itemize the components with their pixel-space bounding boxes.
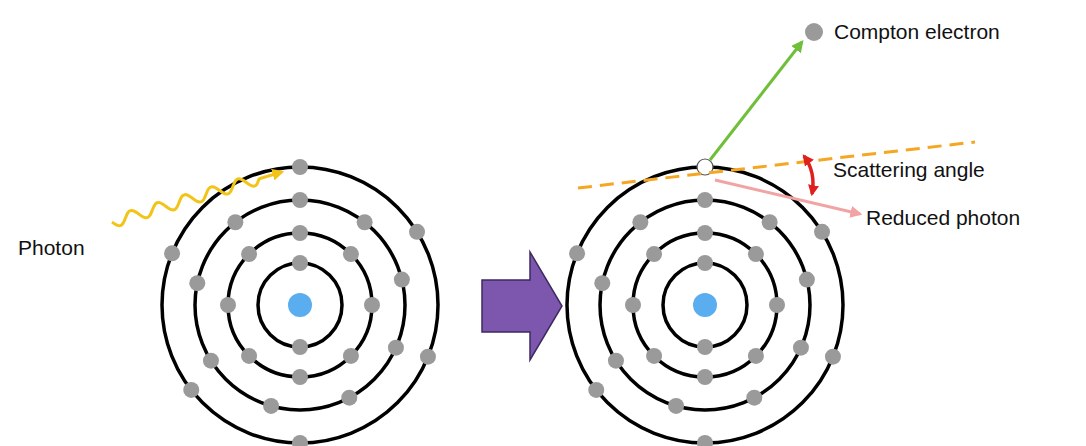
electron <box>183 382 199 398</box>
electron <box>697 225 713 241</box>
electron-shell <box>258 263 342 347</box>
electron-shell <box>600 200 810 410</box>
electron <box>292 255 308 271</box>
photon-label: Photon <box>18 236 85 260</box>
electron <box>793 340 809 356</box>
electron-path <box>710 42 802 160</box>
electron <box>292 225 308 241</box>
incoming-photon <box>112 172 282 226</box>
electron <box>697 255 713 271</box>
electron <box>608 353 624 369</box>
electron <box>263 398 279 414</box>
electron <box>189 275 205 291</box>
compton-electron <box>805 23 823 41</box>
angle-label: Scattering angle <box>833 158 985 182</box>
electron <box>746 390 762 406</box>
electron <box>357 214 373 230</box>
electron-shell <box>228 233 372 377</box>
electron <box>825 349 841 365</box>
electron <box>341 390 357 406</box>
electron-shell <box>633 233 777 377</box>
electron-shell <box>567 167 843 443</box>
electron <box>814 224 830 240</box>
electron <box>388 340 404 356</box>
angle-arrow <box>804 156 813 194</box>
electron <box>164 245 180 261</box>
electron <box>769 297 785 313</box>
electron-label: Compton electron <box>834 20 1000 44</box>
transition-arrow <box>482 252 562 360</box>
electron <box>292 369 308 385</box>
electron <box>241 246 257 262</box>
electron <box>762 214 778 230</box>
electron <box>697 192 713 208</box>
electron <box>203 353 219 369</box>
atom-after <box>567 159 843 446</box>
electron <box>646 348 662 364</box>
electron <box>343 348 359 364</box>
electron <box>697 339 713 355</box>
nucleus <box>693 293 717 317</box>
scattered-photon <box>715 180 860 214</box>
electron <box>409 224 425 240</box>
nucleus <box>288 293 312 317</box>
electron <box>343 246 359 262</box>
electron <box>292 192 308 208</box>
electron <box>569 245 585 261</box>
electron <box>241 348 257 364</box>
electron <box>588 382 604 398</box>
electron <box>668 398 684 414</box>
electron-shell <box>162 167 438 443</box>
electron <box>594 275 610 291</box>
electron <box>364 297 380 313</box>
electron <box>697 435 713 446</box>
electron <box>748 348 764 364</box>
electron <box>220 297 236 313</box>
photon-label: Reduced photon <box>866 206 1020 230</box>
electron-shell <box>195 200 405 410</box>
electron <box>420 349 436 365</box>
electron <box>227 214 243 230</box>
electron <box>632 214 648 230</box>
electron <box>748 246 764 262</box>
electron <box>697 369 713 385</box>
electron <box>292 435 308 446</box>
electron <box>646 246 662 262</box>
electron <box>799 272 815 288</box>
electron <box>394 272 410 288</box>
electron-shell <box>663 263 747 347</box>
electron <box>292 159 308 175</box>
electron <box>292 339 308 355</box>
electron <box>625 297 641 313</box>
